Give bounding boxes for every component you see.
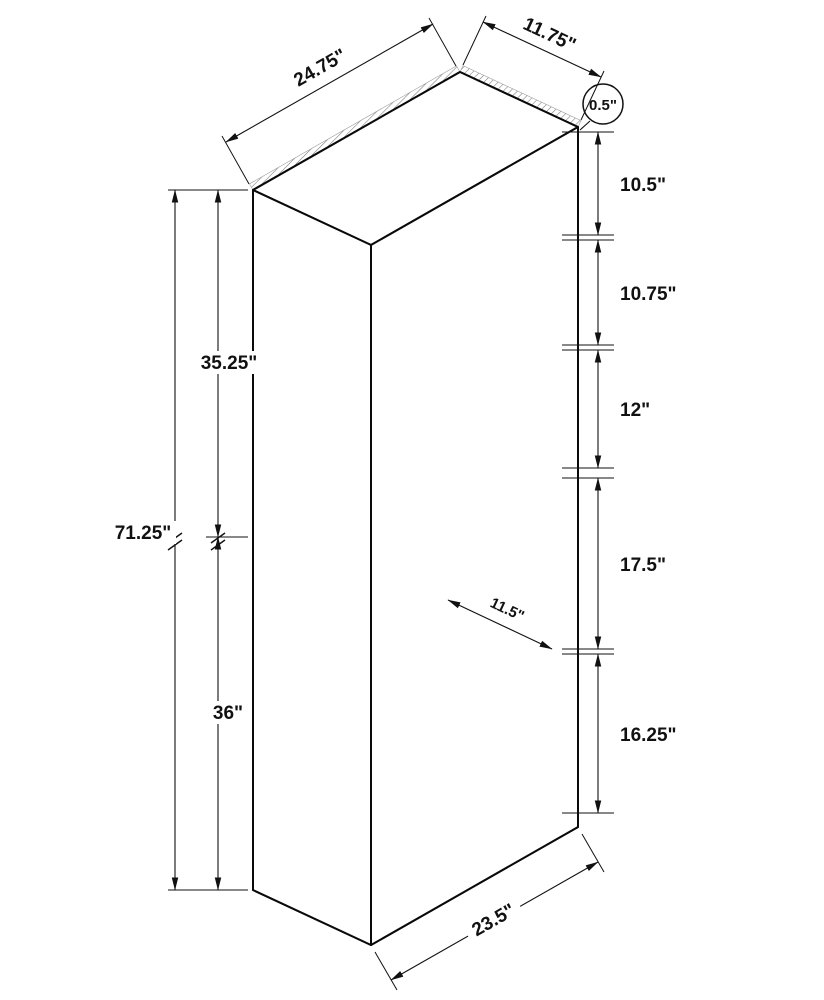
dim-label-top-depth: 11.75": [520, 14, 579, 56]
bookcase-outline: [252, 71, 579, 946]
dim-label-gap-4: 17.5": [620, 555, 666, 576]
right-dimensions: 10.5" 10.75" 12" 17.5" 16.25": [562, 131, 677, 814]
dim-label-top-width: 24.75": [291, 45, 351, 91]
thickness-callout: 0.5": [579, 83, 624, 131]
dim-label-gap-2: 10.75": [620, 284, 677, 305]
dim-label-upper-section-height: 35.25": [201, 353, 258, 374]
dim-label-lower-section-height: 36": [213, 703, 243, 724]
dim-label-bottom-width: 23.5": [469, 900, 519, 941]
dim-label-gap-1: 10.5": [620, 175, 666, 196]
dim-label-panel-thickness: 0.5": [589, 97, 617, 114]
dim-label-gap-3: 12": [620, 400, 650, 421]
dim-label-gap-5: 16.25": [620, 725, 677, 746]
left-dimensions: 71.25" 35.25" 36": [110, 189, 262, 891]
dim-label-total-height: 71.25": [115, 523, 172, 544]
